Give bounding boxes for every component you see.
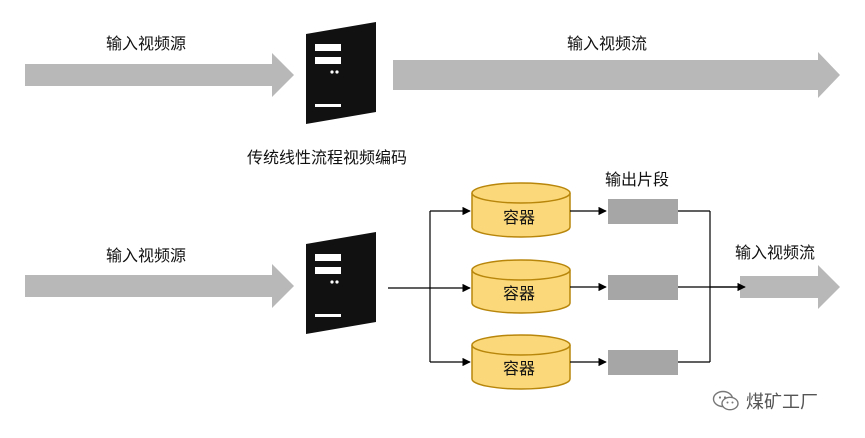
container-label-3: 容器: [503, 359, 536, 378]
container-cylinder-2: [471, 259, 571, 314]
bottom-input-label: 输入视频源: [106, 246, 187, 265]
watermark: 煤矿工厂: [712, 388, 818, 414]
container-cylinder-3: [471, 334, 571, 390]
output-segment-1: [608, 199, 678, 224]
wechat-bubble-icon: [712, 390, 739, 411]
bottom-server-icon: [306, 232, 376, 334]
top-input-label: 输入视频源: [106, 34, 187, 53]
container-label-1: 容器: [503, 208, 536, 227]
output-segment-2: [608, 275, 678, 300]
watermark-text: 煤矿工厂: [746, 392, 818, 413]
bottom-output-label: 输入视频流: [735, 243, 816, 262]
segments-label: 输出片段: [605, 170, 670, 189]
bottom-input-arrow: [25, 264, 294, 308]
container-label-2: 容器: [503, 284, 536, 303]
output-segment-3: [608, 350, 678, 375]
top-server-icon: [306, 22, 376, 124]
top-output-arrow: [393, 52, 840, 98]
top-caption: 传统线性流程视频编码: [247, 148, 408, 167]
top-input-arrow: [25, 53, 294, 97]
bottom-output-arrow: [740, 265, 840, 309]
container-cylinder-1: [471, 182, 571, 238]
top-output-label: 输入视频流: [567, 34, 648, 53]
